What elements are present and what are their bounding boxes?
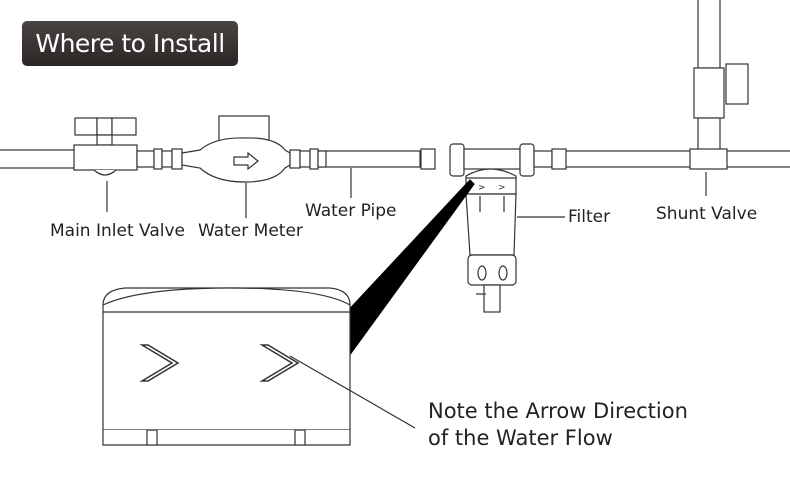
note-line-2: of the Water Flow bbox=[428, 426, 613, 450]
label-filter: Filter bbox=[568, 207, 611, 227]
title-banner: Where to Install bbox=[22, 21, 238, 66]
main-inlet-valve bbox=[73, 117, 183, 212]
arrow-chevron-icon bbox=[259, 344, 300, 382]
svg-text:>: > bbox=[498, 183, 506, 193]
svg-text:>: > bbox=[478, 183, 486, 193]
label-water-meter: Water Meter bbox=[198, 221, 303, 241]
main-pipe bbox=[0, 149, 790, 169]
filter: > > bbox=[420, 143, 567, 313]
label-shunt-valve: Shunt Valve bbox=[656, 204, 758, 224]
label-main-inlet-valve: Main Inlet Valve bbox=[50, 221, 185, 241]
flow-direction-note: Note the Arrow Direction of the Water Fl… bbox=[428, 398, 688, 452]
shunt-valve bbox=[689, 0, 749, 196]
label-water-pipe: Water Pipe bbox=[305, 201, 397, 221]
arrow-chevron-icon bbox=[139, 344, 180, 382]
note-line-1: Note the Arrow Direction bbox=[428, 399, 688, 423]
water-meter bbox=[181, 115, 352, 218]
inset-closeup bbox=[102, 287, 416, 446]
flow-arrow-icon bbox=[233, 151, 259, 171]
